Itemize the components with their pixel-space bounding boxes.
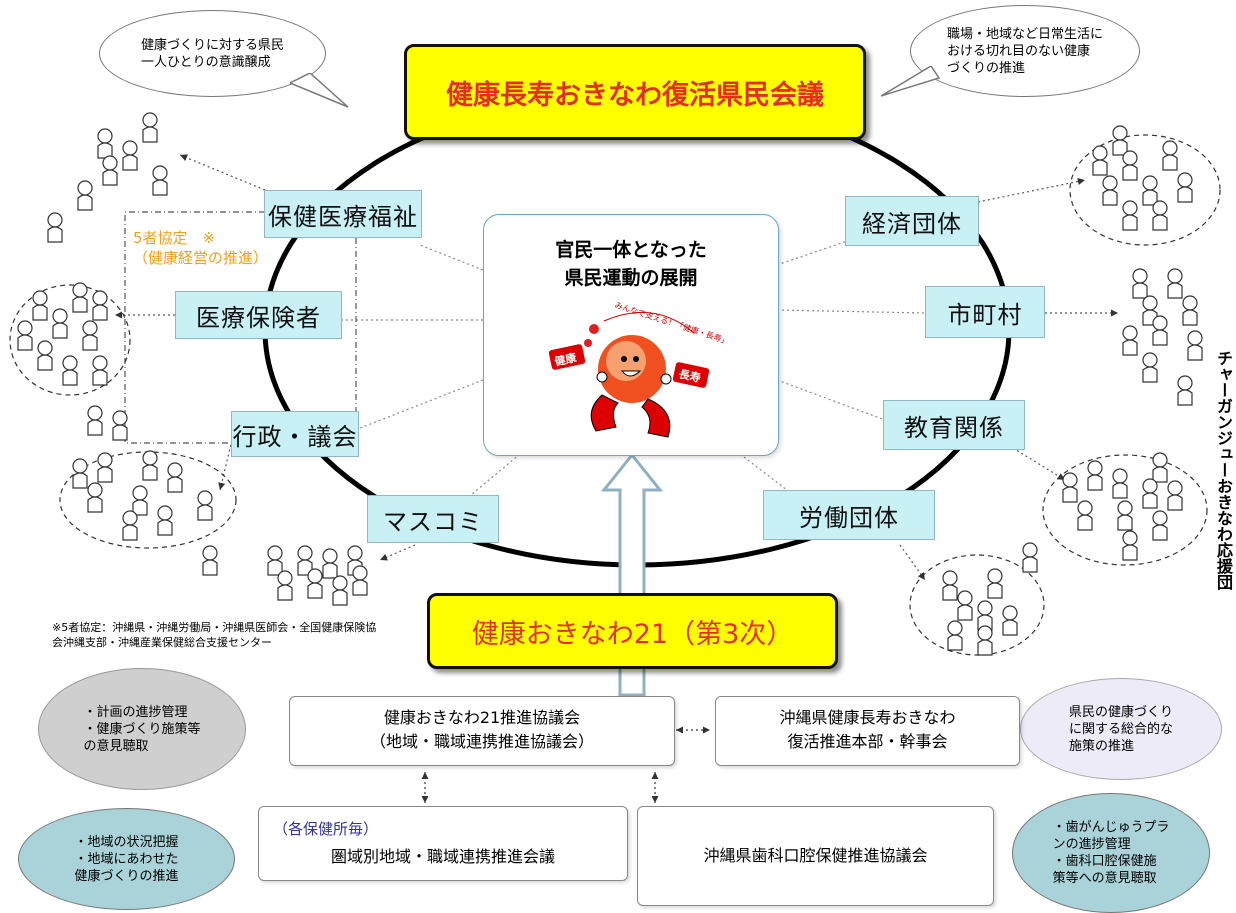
bubble-top-left: 健康づくりに対する県民 一人ひとりの意識醸成	[99, 10, 349, 108]
bubble-top-left-text: 健康づくりに対する県民 一人ひとりの意識醸成	[140, 37, 284, 70]
org-government-label: 行政・議会	[232, 422, 358, 451]
crowd-left-mid	[17, 282, 128, 441]
crowd-ellipse-right-low	[1042, 454, 1208, 566]
org-health-welfare-label: 保健医療福祉	[268, 202, 418, 231]
council-line2: （地域・職域連携推進協議会）	[369, 732, 594, 751]
bubble-bottom-right: ・歯がんじゅうプラ ンの進捗管理 ・歯科口腔保健施 策等への意見聴取	[1012, 793, 1210, 913]
regional-name: 圏域別地域・職域連携推進会議	[330, 847, 555, 866]
main-title: 健康長寿おきなわ復活県民会議	[446, 79, 824, 111]
council-line1: 健康おきなわ21推進協議会	[383, 708, 581, 727]
bubble-bottom-left-text: ・地域の状況把握 ・地域にあわせた 健康づくりの推進	[74, 834, 179, 884]
bubble-mid-right-text: 県民の健康づくり に関する総合的な 施策の推進	[1068, 704, 1173, 754]
org-media-label: マスコミ	[383, 507, 483, 536]
crowd-ellipse-left-mid	[9, 284, 131, 396]
hq-box: 沖縄県健康長寿おきなわ 復活推進本部・幹事会	[715, 696, 1020, 766]
sub-title: 健康おきなわ21（第3次）	[471, 618, 794, 650]
side-vertical-text: チャーガンジューおきなわ応援団	[1214, 350, 1233, 590]
crowd-right-bottom	[942, 568, 1018, 656]
mascot-right-tag: 長寿	[678, 367, 702, 385]
mascot-left-tag: 健康	[553, 350, 578, 368]
bubble-mid-right: 県民の健康づくり に関する総合的な 施策の推進	[1020, 678, 1222, 780]
bubble-mid-left: ・計画の進捗管理 ・健康づくり施策等 の意見聴取	[38, 668, 246, 790]
bubble-top-right-text: 職場・地域など日常生活に おける切れ目のない健康 づくりの推進	[946, 26, 1103, 76]
org-labor-label: 労働団体	[799, 503, 899, 532]
org-insurers-label: 医療保険者	[196, 303, 321, 332]
main-title-box: 健康長寿おきなわ復活県民会議	[404, 44, 866, 140]
crowd-ellipse-right-bottom	[909, 554, 1045, 656]
bubble-bottom-right-text: ・歯がんじゅうプラ ンの進捗管理 ・歯科口腔保健施 策等への意見聴取	[1052, 820, 1170, 886]
dental-box: 沖縄県歯科口腔保健推進協議会	[637, 806, 994, 906]
crowd-left-low	[72, 450, 218, 576]
agreement-label: 5者協定 ※ （健康経営の推進）	[133, 228, 268, 268]
crowd-bottom-left	[267, 545, 368, 606]
bubble-top-right: 職場・地域など日常生活に おける切れ目のない健康 づくりの推進	[881, 5, 1140, 97]
org-education-label: 教育関係	[904, 413, 1004, 442]
agreement-line1: 5者協定 ※	[133, 229, 216, 247]
org-education: 教育関係	[883, 400, 1025, 450]
crowd-top-left	[47, 112, 168, 243]
bubble-mid-left-text: ・計画の進捗管理 ・健康づくり施策等 の意見聴取	[83, 704, 201, 754]
center-line1: 官民一体となった	[555, 239, 707, 261]
regional-tag: （各保健所毎）	[273, 820, 379, 838]
org-municipalities: 市町村	[925, 286, 1045, 338]
crowd-right-top	[1092, 125, 1193, 231]
regional-box: （各保健所毎） 圏域別地域・職域連携推進会議	[258, 806, 628, 881]
footnote: ※5者協定：沖縄県・沖縄労働局・沖縄県医師会・全国健康保険協会沖縄支部・沖縄産業…	[52, 621, 377, 649]
org-insurers: 医療保険者	[175, 291, 342, 339]
org-economic-label: 経済団体	[862, 209, 962, 238]
crowd-right-mid	[1122, 268, 1203, 406]
agreement-bracket	[124, 211, 265, 444]
hq-line1: 沖縄県健康長寿おきなわ	[779, 708, 956, 727]
org-health-welfare: 保健医療福祉	[264, 190, 422, 238]
org-municipalities-label: 市町村	[947, 300, 1023, 329]
bubble-bottom-left: ・地域の状況把握 ・地域にあわせた 健康づくりの推進	[18, 808, 235, 910]
org-labor: 労働団体	[763, 490, 935, 540]
sub-title-box: 健康おきなわ21（第3次）	[427, 593, 838, 669]
crowd-ellipse-right-top	[1069, 134, 1221, 246]
mascot-illustration: みんなで支える！「健康・長寿」 健康 長寿	[548, 300, 724, 438]
center-box: 官民一体となった 県民運動の展開 みんなで支える！「健康・長寿」 健康 長寿	[483, 214, 779, 456]
agreement-line2: （健康経営の推進）	[133, 249, 269, 267]
dental-label: 沖縄県歯科口腔保健推進協議会	[703, 846, 928, 865]
org-government: 行政・議会	[231, 411, 359, 457]
center-line2: 県民運動の展開	[564, 267, 698, 289]
council-box: 健康おきなわ21推進協議会 （地域・職域連携推進協議会）	[289, 696, 675, 766]
org-media: マスコミ	[367, 495, 499, 543]
crowd-right-low	[1022, 452, 1183, 573]
hq-line2: 復活推進本部・幹事会	[787, 732, 948, 751]
org-economic: 経済団体	[845, 196, 979, 246]
